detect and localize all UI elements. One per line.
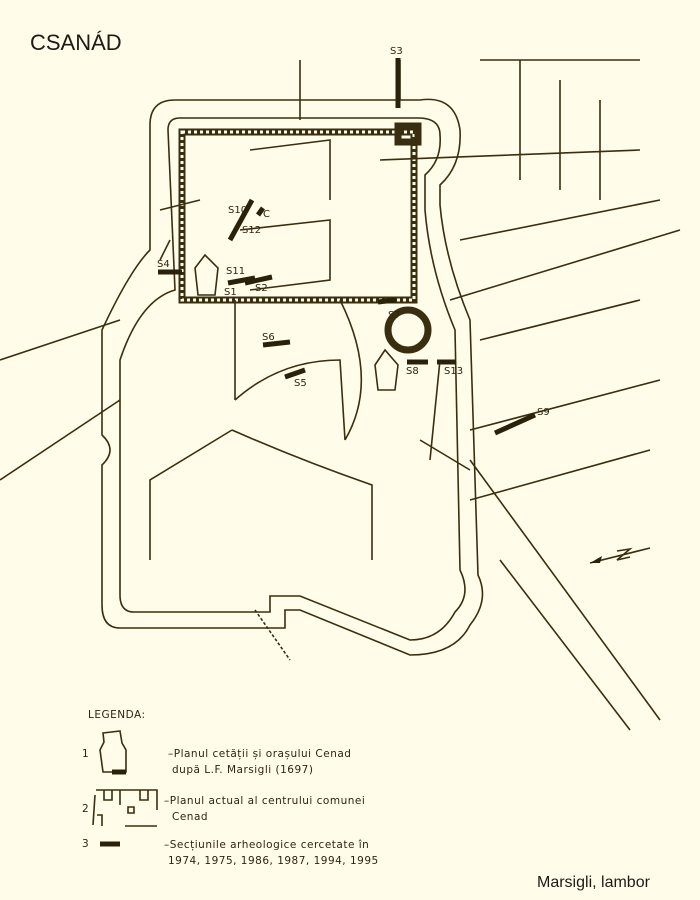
church — [194, 253, 399, 391]
section-s1 — [227, 275, 256, 286]
label-s12: S12 — [242, 225, 261, 236]
section-s7 — [377, 297, 397, 305]
section-s2 — [244, 274, 273, 286]
legend-item-3-line1: –Secțiunile arheologice cercetate în — [164, 839, 369, 851]
section-s9 — [493, 412, 537, 436]
legend-item-1-line1: –Planul cetății și orașului Cenad — [168, 748, 351, 760]
legend-item-2-line1: –Planul actual al centrului comunei — [164, 795, 365, 807]
north-arrow-icon — [589, 547, 651, 564]
legend-num-1: 1 — [82, 748, 89, 760]
inner-contour — [119, 117, 466, 641]
label-s13: S13 — [444, 366, 463, 377]
label-s7: S7 — [388, 310, 401, 321]
label-s11: S11 — [226, 266, 245, 277]
label-s1: S1 — [224, 287, 237, 298]
section-s6 — [262, 339, 291, 348]
legend-num-3: 3 — [82, 838, 89, 850]
label-s3: S3 — [390, 46, 403, 57]
label-s9: S9 — [537, 407, 550, 418]
section-s10 — [227, 198, 255, 242]
label-c: C — [263, 209, 270, 220]
label-s8: S8 — [406, 366, 419, 377]
map-title: CSANÁD — [30, 30, 122, 55]
legend-symbol-fortress — [99, 730, 127, 773]
source-credit: Marsigli, lambor — [537, 874, 650, 891]
outer-contour — [101, 98, 484, 656]
legend-item-3-line2: 1974, 1975, 1986, 1987, 1994, 1995 — [168, 855, 379, 867]
legend-heading: LEGENDA: — [88, 709, 146, 721]
legend-symbol-buildings — [92, 789, 158, 827]
label-s2: S2 — [255, 283, 268, 294]
label-s10: S10 — [228, 205, 247, 216]
label-s5: S5 — [294, 378, 307, 389]
legend-item-1-line2: după L.F. Marsigli (1697) — [172, 764, 313, 776]
legend-item-2-line2: Cenad — [172, 811, 208, 823]
label-s6: S6 — [262, 332, 275, 343]
section-c — [255, 206, 266, 217]
label-s4: S4 — [157, 259, 170, 270]
section-s5 — [284, 367, 306, 380]
legend-num-2: 2 — [82, 803, 89, 815]
